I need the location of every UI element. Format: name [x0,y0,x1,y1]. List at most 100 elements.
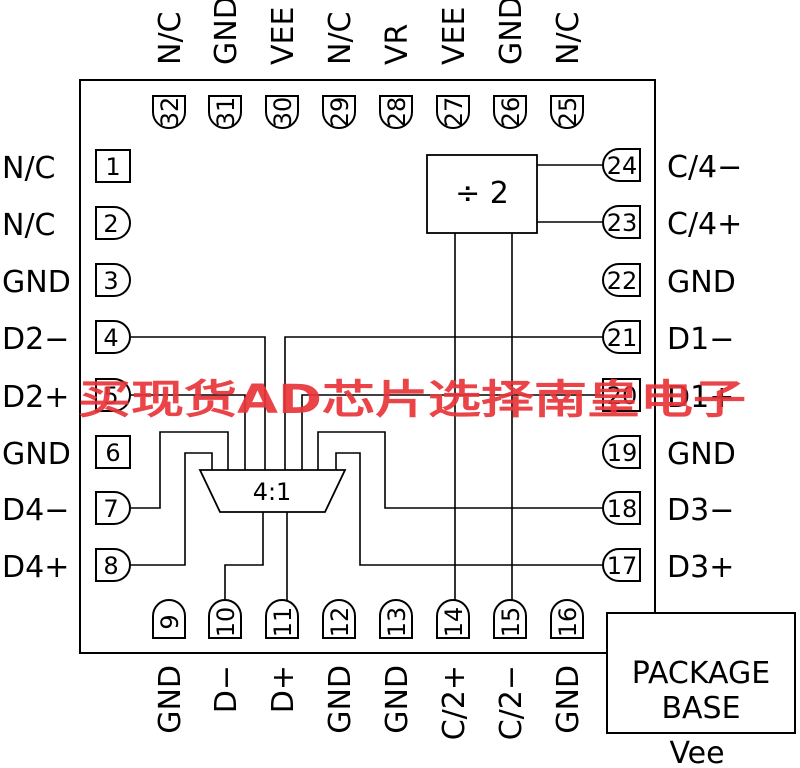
internal-wiring [130,164,603,600]
pin-1-number: 1 [105,153,120,181]
pin-4-number: 4 [103,324,118,352]
package-base-box [606,612,796,734]
pin-18-number: 18 [607,495,638,523]
pin-14-label: C/2+ [437,665,472,740]
pin-3-pad [95,263,131,297]
package-base-line2: BASE [661,691,740,726]
top-pin-labels: N/C GND VEE N/C VR VEE GND N/C [153,0,586,65]
pin-19-number: 19 [607,439,638,467]
pin-4-pad [95,320,131,354]
pin-23-label: C/4+ [667,207,742,242]
wire-d1-minus [284,336,603,470]
pin-17-label: D3+ [667,550,734,585]
pin-29-label: N/C [323,12,358,66]
pin-4-label: D2− [2,322,69,357]
pin-15-pad [493,599,527,639]
pin-22-pad [602,263,641,297]
pin-31-pad [208,95,242,129]
pin-20-pad [602,378,641,412]
pin-5-label: D2+ [2,380,69,415]
pin-11-label: D+ [266,665,301,713]
pin-6-number: 6 [105,439,120,467]
pin-3-number: 3 [103,267,118,295]
right-pin-labels: C/4− C/4+ GND D1− D1+ GND D3− D3+ [667,150,742,585]
pin-11-number: 11 [269,607,297,638]
pin-21-pad [602,320,641,354]
wire-d1-plus [301,394,603,470]
pin-12-label: GND [323,665,358,734]
pin-9-label: GND [153,665,188,734]
pin-6-label: GND [2,437,71,472]
pin-7-number: 7 [103,495,118,523]
pin-24-number: 24 [607,152,638,180]
left-pins: 1 2 3 4 5 6 7 8 [95,149,131,582]
top-pins: 32 31 30 29 28 27 26 25 [152,95,584,129]
pin-25-label: N/C [551,12,586,66]
pin-1-label: N/C [2,151,56,186]
wire-d3-plus [335,452,603,566]
pin-3-label: GND [2,265,71,300]
pin-14-pad [436,599,470,639]
pin-14-number: 14 [440,607,468,638]
pin-2-pad [95,206,131,240]
pin-28-number: 28 [383,97,411,128]
pin-22-number: 22 [607,267,638,295]
wire-d4-minus [130,431,229,509]
pin-19-label: GND [667,437,736,472]
pin-29-pad [322,95,356,129]
pin-30-pad [265,95,299,129]
pin-24-pad [602,148,641,182]
pin-26-number: 26 [497,97,525,128]
pin-31-number: 31 [212,97,240,128]
pin-26-pad [493,95,527,129]
pin-19-pad [602,435,641,469]
pin-31-label: GND [209,0,244,65]
pin-10-label: D− [209,665,244,713]
pin-7-pad [95,491,131,525]
pin-18-pad [602,491,641,525]
divide-by-2-label: ÷ 2 [455,176,509,211]
pin-28-pad [379,95,413,129]
pin-15-number: 15 [497,607,525,638]
pin-24-label: C/4− [667,150,742,185]
pin-9-pad [152,599,186,639]
pin-5-pad [95,378,131,412]
pin-9-number: 9 [156,614,184,629]
pin-11-pad [265,599,299,639]
pin-20-number: 20 [607,382,638,410]
watermark-text: 买现货AD芯片选择南皇电子 [78,377,746,423]
mux-label: 4:1 [253,478,292,506]
wire-d4-plus [130,452,213,566]
pin-20-label: D1+ [667,380,734,415]
pin-10-number: 10 [212,607,240,638]
pin-13-pad [379,599,413,639]
pin-2-number: 2 [103,210,118,238]
pin-7-label: D4− [2,493,69,528]
pin-17-number: 17 [607,552,638,580]
pin-10-pad [208,599,242,639]
pin-18-label: D3− [667,493,734,528]
pin-12-pad [322,599,356,639]
pin-13-label: GND [380,665,415,734]
pin-32-pad [152,95,186,129]
mux-block [198,469,347,513]
bottom-pins: 9 10 11 12 13 14 15 16 [152,599,584,639]
pin-32-label: N/C [153,12,188,66]
pin-29-number: 29 [326,97,354,128]
pin-15-label: C/2− [494,665,529,740]
pin-16-label: GND [551,665,586,734]
pin-32-number: 32 [156,97,184,128]
pin-27-pad [436,95,470,129]
pin-25-number: 25 [554,97,582,128]
divide-by-2-block [426,154,538,234]
wire-d3-minus [317,431,603,509]
pin-8-number: 8 [103,552,118,580]
pin-16-number: 16 [554,607,582,638]
pin-8-label: D4+ [2,550,69,585]
pin-23-number: 23 [607,209,638,237]
bottom-pin-labels: GND D− D+ GND GND C/2+ C/2− GND [153,665,586,740]
pin-1-pad [95,149,131,183]
pin-17-pad [602,548,641,582]
package-outline [79,79,656,654]
